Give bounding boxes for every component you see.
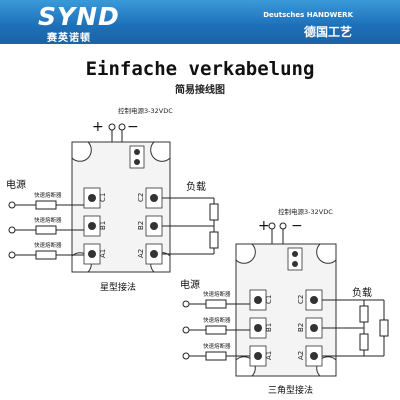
star-load-wiring — [162, 197, 219, 255]
delta-caption: 三角型接法 — [268, 384, 313, 396]
delta-mount-notch — [235, 243, 256, 264]
delta-control-power-label: 控制电源3-32VDC — [278, 207, 333, 216]
delta-diagram: 控制电源3-32VDC + − C1 — [180, 207, 389, 396]
star-terminal-column-left — [83, 187, 101, 265]
star-plus-sign: + — [92, 119, 104, 135]
delta-terminal-label: B2 — [297, 323, 305, 332]
tagline: Deutsches HANDWERK — [263, 11, 353, 19]
star-terminal-label: B1 — [99, 221, 107, 230]
star-control-terminal-minus — [118, 123, 126, 131]
page-subtitle: 简易接线图 — [175, 85, 225, 96]
delta-terminal-label: C2 — [297, 295, 305, 304]
delta-power-label: 电源 — [180, 278, 200, 291]
star-load-label: 负载 — [186, 180, 206, 193]
star-terminal-label: A1 — [99, 249, 107, 258]
delta-terminal-column-left — [249, 289, 267, 367]
delta-control-terminal-plus — [268, 222, 276, 230]
delta-fuse-label: 快速熔断器 — [203, 316, 231, 324]
star-terminal-label: A2 — [137, 249, 145, 258]
delta-load-wiring — [322, 299, 389, 357]
delta-terminal-column-right — [305, 289, 323, 367]
star-control-terminal-plus — [108, 123, 116, 131]
delta-control-screw — [292, 261, 298, 267]
delta-control-terminal-minus — [279, 222, 287, 230]
delta-terminal-label: A2 — [297, 351, 305, 360]
star-control-block — [129, 145, 145, 169]
star-control-screw — [134, 149, 140, 155]
brand-chinese-name: 赛英诺顿 — [47, 33, 91, 44]
star-minus-sign: − — [127, 119, 139, 135]
brand-logo: SYND — [38, 2, 120, 31]
star-mount-notch — [150, 141, 171, 162]
delta-minus-sign: − — [291, 218, 303, 234]
page-title: Einfache verkabelung — [85, 58, 315, 80]
star-caption: 星型接法 — [100, 281, 136, 293]
star-power-label: 电源 — [6, 178, 26, 191]
delta-control-screw — [292, 251, 298, 257]
delta-fuse-label: 快速熔断器 — [203, 290, 231, 298]
delta-power-input-lines — [182, 299, 250, 361]
star-fuse-label: 快速熔断器 — [34, 216, 62, 224]
delta-terminal-label: C1 — [265, 295, 273, 304]
delta-plus-sign: + — [258, 218, 270, 234]
delta-load-label: 负载 — [352, 286, 372, 299]
delta-terminal-label: B1 — [265, 323, 273, 332]
delta-fuse-label: 快速熔断器 — [203, 342, 231, 350]
star-diagram: 控制电源3-32VDC + − — [6, 106, 219, 293]
star-terminal-label: B2 — [137, 221, 145, 230]
star-fuse-label: 快速熔断器 — [34, 191, 62, 199]
star-control-screw — [134, 159, 140, 165]
header-banner: SYND 赛英诺顿 Deutsches HANDWERK 德国工艺 — [0, 0, 400, 44]
star-fuse-label: 快速熔断器 — [34, 241, 62, 249]
star-terminal-label: C2 — [137, 193, 145, 202]
star-terminal-column-right — [145, 187, 163, 265]
delta-mount-notch — [316, 243, 337, 264]
star-terminal-label: C1 — [99, 193, 107, 202]
tagline-chinese: 德国工艺 — [303, 25, 352, 39]
star-power-input-lines — [8, 200, 84, 260]
star-mount-notch — [71, 141, 92, 162]
delta-terminal-label: A1 — [265, 351, 273, 360]
star-control-power-label: 控制电源3-32VDC — [118, 106, 173, 115]
delta-control-block — [287, 247, 303, 271]
